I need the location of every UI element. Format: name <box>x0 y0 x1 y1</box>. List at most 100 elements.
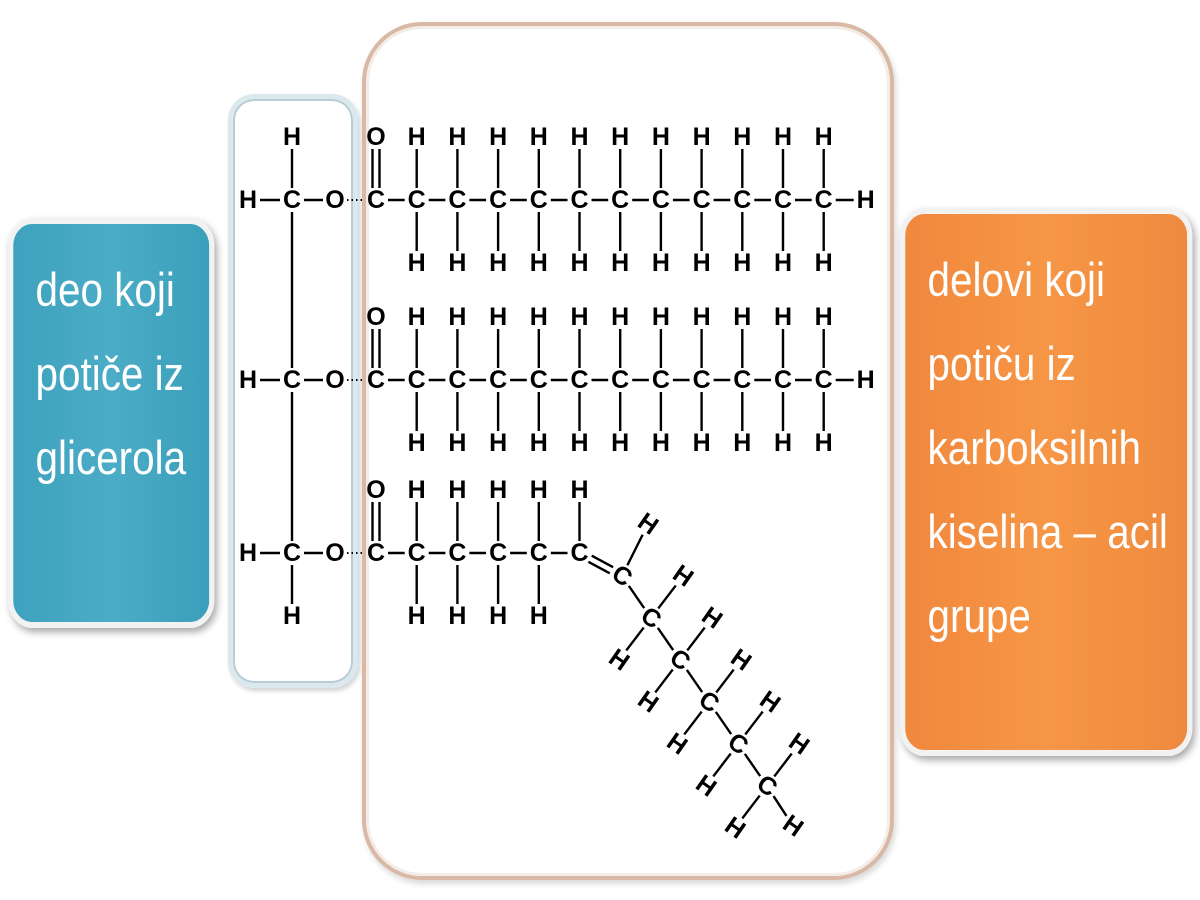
carbon-atom: C <box>652 366 670 394</box>
bond-line <box>654 668 674 694</box>
hydrogen-atom: H <box>733 123 751 151</box>
hydrogen-atom: H <box>448 429 466 457</box>
acyl-callout-line: potiču iz <box>927 337 1076 390</box>
carbon-atom: C <box>530 186 548 214</box>
acyl-groups-frame <box>362 22 894 880</box>
alkene-double-bond <box>591 554 614 569</box>
hydrogen-atom: H <box>693 303 711 331</box>
bond-line <box>657 584 677 610</box>
bond-line <box>741 794 761 820</box>
bond-line <box>627 585 646 609</box>
bond-line <box>715 668 735 694</box>
carbon-atom: C <box>665 643 696 676</box>
hydrogen-atom: H <box>774 123 792 151</box>
acyl-callout-line: karboksilnih <box>927 421 1141 474</box>
carbon-atom: C <box>815 186 833 214</box>
carbon-atom: C <box>530 366 548 394</box>
hydrogen-atom: H <box>570 123 588 151</box>
carbon-atom: C <box>570 366 588 394</box>
hydrogen-atom: H <box>604 643 635 676</box>
carbon-atom: C <box>448 366 466 394</box>
hydrogen-atom: H <box>774 429 792 457</box>
oxygen-atom: O <box>325 186 344 214</box>
acyl-callout-line: grupe <box>927 589 1031 642</box>
hydrogen-atom: H <box>570 429 588 457</box>
glycerol-part-frame <box>228 94 358 688</box>
hydrogen-atom: H <box>283 123 301 151</box>
hydrogen-atom: H <box>239 366 257 394</box>
hydrogen-atom: H <box>489 602 507 630</box>
carbon-atom: C <box>283 539 301 567</box>
hydrogen-atom: H <box>283 602 301 630</box>
hydrogen-atom: H <box>239 186 257 214</box>
hydrogen-atom: H <box>530 476 548 504</box>
hydrogen-atom: H <box>857 186 875 214</box>
hydrogen-atom: H <box>570 303 588 331</box>
hydrogen-atom: H <box>726 643 757 676</box>
carbon-atom: C <box>367 186 385 214</box>
hydrogen-atom: H <box>633 685 664 718</box>
hydrogen-atom: H <box>755 685 786 718</box>
bond-line <box>714 711 733 735</box>
hydrogen-atom: H <box>662 727 693 760</box>
hydrogen-atom: H <box>815 303 833 331</box>
hydrogen-atom: H <box>530 249 548 277</box>
carbon-atom: C <box>815 366 833 394</box>
carbon-atom: C <box>693 366 711 394</box>
carbon-atom: C <box>489 539 507 567</box>
hydrogen-atom: H <box>570 249 588 277</box>
carbon-atom: C <box>774 186 792 214</box>
hydrogen-atom: H <box>611 249 629 277</box>
bond-line <box>772 795 788 817</box>
hydrogen-atom: H <box>633 507 664 540</box>
carbon-atom: C <box>489 366 507 394</box>
hydrogen-atom: H <box>733 303 751 331</box>
carbon-atom: C <box>367 366 385 394</box>
hydrogen-atom: H <box>489 429 507 457</box>
hydrogen-atom: H <box>815 123 833 151</box>
carbon-atom: C <box>752 769 783 802</box>
carbon-atom: C <box>774 366 792 394</box>
hydrogen-atom: H <box>611 123 629 151</box>
hydrogen-atom: H <box>408 429 426 457</box>
carbonyl-oxygen-atom: O <box>366 476 385 504</box>
hydrogen-atom: H <box>530 429 548 457</box>
hydrogen-atom: H <box>448 249 466 277</box>
hydrogen-atom: H <box>448 476 466 504</box>
carbon-atom: C <box>448 539 466 567</box>
hydrogen-atom: H <box>489 303 507 331</box>
hydrogen-atom: H <box>693 123 711 151</box>
carbon-atom: C <box>448 186 466 214</box>
hydrogen-atom: H <box>530 303 548 331</box>
hydrogen-atom: H <box>778 809 809 842</box>
hydrogen-atom: H <box>691 769 722 802</box>
hydrogen-atom: H <box>489 249 507 277</box>
hydrogen-atom: H <box>570 476 588 504</box>
carbon-atom: C <box>283 186 301 214</box>
carbon-atom: C <box>489 186 507 214</box>
hydrogen-atom: H <box>733 429 751 457</box>
hydrogen-atom: H <box>611 429 629 457</box>
carbon-atom: C <box>530 539 548 567</box>
carbonyl-oxygen-atom: O <box>366 303 385 331</box>
hydrogen-atom: H <box>408 602 426 630</box>
acyl-callout-line: kiselina – acil <box>927 505 1168 558</box>
carbon-atom: C <box>723 727 754 760</box>
carbon-atom: C <box>408 186 426 214</box>
bond-line <box>712 752 732 778</box>
hydrogen-atom: H <box>408 476 426 504</box>
hydrogen-atom: H <box>815 429 833 457</box>
bond-line <box>685 669 704 693</box>
bond-line <box>773 752 793 778</box>
hydrogen-atom: H <box>448 303 466 331</box>
carbon-atom: C <box>693 186 711 214</box>
bond-line <box>744 710 764 736</box>
oxygen-atom: O <box>325 366 344 394</box>
hydrogen-atom: H <box>652 429 670 457</box>
bond-line <box>743 753 762 777</box>
hydrogen-atom: H <box>489 476 507 504</box>
hydrogen-atom: H <box>774 249 792 277</box>
hydrogen-atom: H <box>489 123 507 151</box>
hydrogen-atom: H <box>693 429 711 457</box>
